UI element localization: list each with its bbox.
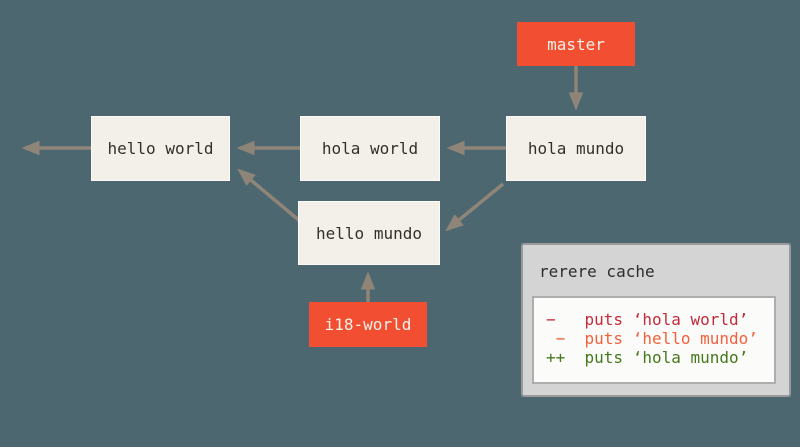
branch-label-i18-world: i18-world <box>309 302 427 347</box>
diff-line-added-hola-mundo: ++ puts ‘hola mundo’ <box>546 348 749 367</box>
diff-line-removed-hola-world: − puts ‘hola world’ <box>546 310 749 329</box>
rerere-cache-diff-box: − puts ‘hola world’ − puts ‘hello mundo’… <box>532 296 776 384</box>
commit-hola-world-text: hola world <box>321 139 419 158</box>
commit-hello-world: hello world <box>91 116 230 181</box>
branch-label-master-text: master <box>547 34 605 54</box>
commit-hola-world: hola world <box>300 116 440 181</box>
branch-label-master: master <box>517 22 635 66</box>
commit-hello-mundo: hello mundo <box>298 201 440 265</box>
commit-hola-mundo: hola mundo <box>506 116 646 181</box>
commit-hello-mundo-text: hello mundo <box>316 223 422 243</box>
arrow-hola-mundo-to-hello-mundo <box>445 182 505 232</box>
arrow-hello-mundo-to-hello-world <box>237 168 303 224</box>
commit-hello-world-text: hello world <box>107 139 214 158</box>
branch-label-i18-world-text: i18-world <box>324 315 412 334</box>
diff-line-removed-hello-mundo: − puts ‘hello mundo’ <box>546 329 758 348</box>
commit-hola-mundo-text: hola mundo <box>527 139 625 158</box>
rerere-cache-title: rerere cache <box>539 262 655 281</box>
rerere-cache-panel: rerere cache − puts ‘hola world’ − puts … <box>521 243 791 397</box>
